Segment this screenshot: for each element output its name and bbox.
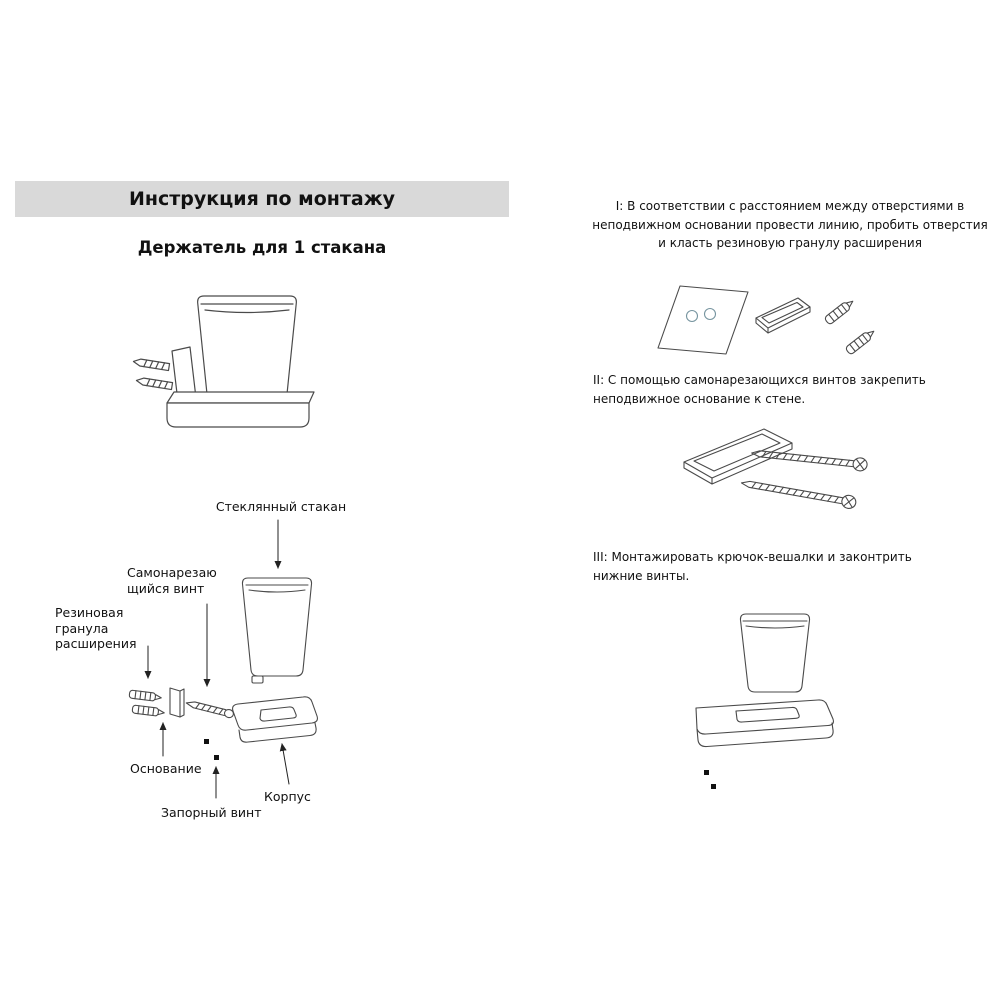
wall-plate-with-holes — [657, 285, 749, 355]
step1-drawing — [657, 285, 875, 355]
step2-drawing — [683, 428, 868, 509]
exploded-body — [232, 696, 318, 743]
exploded-diagram — [128, 519, 318, 799]
exploded-base-plate — [169, 687, 185, 718]
page-title-text: Инструкция по монтажу — [128, 188, 396, 210]
step3-lock-screws — [704, 770, 716, 789]
step3-holder — [695, 699, 834, 748]
wall-screws-icon — [132, 358, 174, 391]
base-bracket — [683, 428, 793, 485]
step1-instruction: I: В соответствии с расстоянием между от… — [592, 199, 988, 251]
label-base: Основание — [130, 761, 202, 776]
assembled-cup — [197, 295, 297, 404]
step3-drawing — [695, 613, 834, 789]
tapping-screws — [740, 450, 868, 509]
label-glass-cup: Стеклянный стакан — [215, 499, 347, 514]
exploded-lock-screws — [204, 739, 219, 760]
exploded-tapping-screw — [185, 701, 234, 719]
page-subtitle: Держатель для 1 стакана — [137, 238, 387, 257]
assembled-holder-drawing — [132, 295, 315, 428]
rubber-dowels — [824, 300, 875, 355]
label-rubber-dowel: Резиновая гранула расширения — [55, 605, 137, 652]
step2-instruction: II: С помощью самонарезающихся винтов за… — [593, 373, 926, 406]
page-title: Инструкция по монтажу — [15, 181, 509, 217]
label-body: Корпус — [264, 789, 311, 804]
exploded-glass-cup — [241, 577, 313, 684]
label-arrows — [144, 519, 290, 799]
label-tapping-screw: Самонарезающийся винт — [127, 565, 217, 596]
base-bracket — [755, 297, 811, 334]
assembled-holder-plate — [166, 391, 315, 428]
step3-instruction: III: Монтажировать крючок-вешалки и зако… — [593, 550, 912, 583]
exploded-dowels — [128, 689, 165, 717]
label-lock-screw: Запорный винт — [161, 805, 262, 820]
step3-cup — [739, 613, 811, 693]
